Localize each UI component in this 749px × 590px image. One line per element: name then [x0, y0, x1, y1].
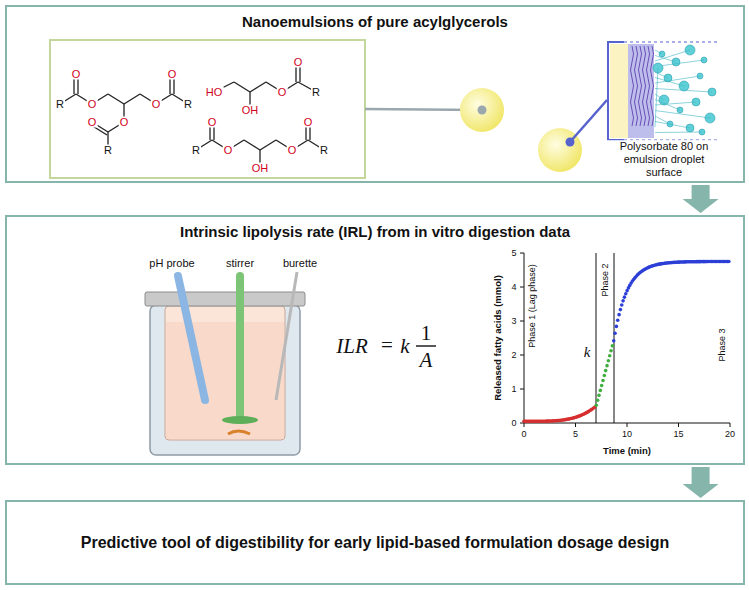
chem-group: R [191, 145, 201, 156]
dot [478, 106, 487, 115]
tick-label: 15 [673, 430, 683, 439]
panel-box: Intrinsic lipolysis rate (IRL) from in v… [5, 215, 745, 465]
chem-atom: O [151, 99, 162, 110]
tick-label: 20 [725, 430, 735, 439]
equation-sign: = [381, 335, 393, 356]
axis-title: Time (min) [603, 446, 651, 456]
chem-atom: OH [241, 105, 260, 116]
slope-label: k [584, 345, 591, 360]
equation-term: A [420, 350, 433, 371]
flow-arrow [683, 185, 719, 213]
panel-title: Intrinsic lipolysis rate (IRL) from in v… [180, 217, 570, 240]
equation-term: ILR [336, 336, 368, 357]
equation-term: 1 [421, 323, 432, 344]
chem-atom: O [207, 117, 218, 128]
chem-atom: O [167, 69, 178, 80]
tick-label: 5 [573, 430, 578, 439]
panel-box: Predictive tool of digestibility for ear… [5, 500, 745, 585]
chem-atom: O [287, 145, 298, 156]
chemical-bonds [60, 62, 324, 168]
tick-label: 4 [511, 283, 516, 292]
chem-atom: O [87, 117, 98, 128]
equation-term: k [400, 336, 409, 357]
flow-arrow [683, 467, 719, 498]
chem-atom: O [71, 69, 82, 80]
tick-label: 2 [511, 351, 516, 360]
phase-label: Phase 1 (Lag phase) [528, 264, 537, 348]
part-label: pH probe [149, 258, 194, 269]
structures-box [50, 40, 365, 178]
part-label: stirrer [226, 258, 254, 269]
tick-label: 0 [521, 430, 526, 439]
tick-label: 10 [622, 430, 632, 439]
part-label: burette [283, 258, 317, 269]
chem-atom: O [223, 145, 234, 156]
chart-axes [520, 253, 730, 427]
chem-group: R [183, 99, 193, 110]
dot [566, 138, 575, 147]
panel-title: Predictive tool of digestibility for ear… [81, 534, 670, 552]
axis-title: Released fatty acids (mmol) [493, 275, 503, 401]
leader-line [570, 100, 607, 142]
tick-label: 0 [511, 419, 516, 428]
chem-group: R [55, 99, 65, 110]
data-points [522, 260, 730, 423]
chem-atom: O [293, 57, 304, 68]
chem-atom: O [277, 87, 288, 98]
chem-atom: OH [251, 163, 270, 174]
emulsion-droplet [460, 88, 504, 132]
chem-atom: O [119, 117, 130, 128]
phase-label: Phase 3 [718, 328, 727, 361]
phase-label: Phase 2 [601, 263, 610, 296]
tick-label: 1 [511, 385, 516, 394]
chem-group: R [319, 145, 329, 156]
chem-atom: O [87, 99, 98, 110]
digestion-apparatus [145, 272, 305, 455]
chem-group: R [311, 87, 321, 98]
caption-label: Polysorbate 80 on emulsion droplet surfa… [605, 140, 723, 180]
chem-atom: O [303, 117, 314, 128]
surfactant-illustration [608, 42, 720, 140]
tick-label: 3 [511, 317, 516, 326]
fraction-bar [416, 345, 436, 346]
tick-label: 5 [511, 249, 516, 258]
chem-atom: HO [205, 87, 224, 98]
chem-group: R [103, 145, 113, 156]
panel-title: Nanoemulsions of pure acylglycerols [242, 7, 508, 30]
